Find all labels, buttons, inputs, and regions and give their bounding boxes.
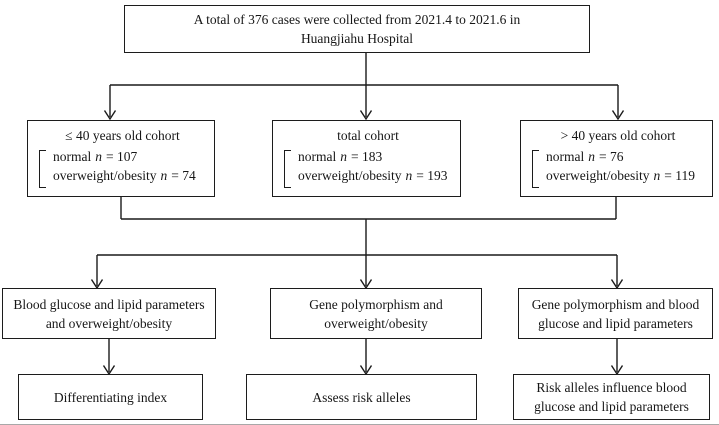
- total-cases-line2: Huangjiahu Hospital: [300, 31, 414, 46]
- arrow-down-icon: [359, 279, 373, 290]
- analysis-line1: Gene polymorphism and: [309, 296, 443, 312]
- analysis-line2: and overweight/obesity: [45, 315, 173, 331]
- outcome-line1: Risk alleles influence blood: [536, 380, 687, 395]
- box-outcome-differentiating-index: Differentiating index: [18, 374, 203, 420]
- analysis-line2: glucose and lipid parameters: [538, 315, 693, 331]
- box-analysis-gene-bloodglucose: Gene polymorphism and blood glucose and …: [518, 288, 713, 339]
- analysis-line1: Gene polymorphism and blood: [531, 296, 700, 312]
- bracket-glyph: [284, 150, 291, 188]
- bracket-glyph: [532, 150, 539, 188]
- arrow-down-icon: [103, 110, 117, 121]
- box-outcome-assess-risk-alleles: Assess risk alleles: [246, 374, 477, 420]
- arrow-down-icon: [610, 279, 624, 290]
- box-outcome-risk-alleles-influence: Risk alleles influence blood glucose and…: [513, 374, 710, 420]
- box-total-cases: A total of 376 cases were collected from…: [124, 5, 590, 53]
- box-analysis-bloodglucose-obesity: Blood glucose and lipid parameters and o…: [2, 288, 216, 339]
- bracket-glyph: [39, 150, 46, 188]
- arrow-down-icon: [611, 110, 625, 121]
- outcome-line2: glucose and lipid parameters: [534, 399, 689, 414]
- outcome-line1: Differentiating index: [53, 389, 168, 405]
- arrow-down-icon: [359, 110, 373, 121]
- cohort-title: total cohort: [337, 128, 399, 143]
- analysis-line2: overweight/obesity: [324, 315, 428, 331]
- cohort-title: > 40 years old cohort: [560, 128, 676, 143]
- arrow-down-icon: [610, 365, 624, 376]
- total-cases-line1: A total of 376 cases were collected from…: [193, 12, 521, 27]
- arrow-down-icon: [359, 365, 373, 376]
- arrow-down-icon: [102, 365, 116, 376]
- box-analysis-gene-obesity: Gene polymorphism and overweight/obesity: [270, 288, 482, 339]
- cohort-title: ≤ 40 years old cohort: [65, 128, 180, 143]
- analysis-line1: Blood glucose and lipid parameters: [13, 296, 205, 312]
- arrow-down-icon: [90, 279, 104, 290]
- outcome-line1: Assess risk alleles: [312, 389, 411, 405]
